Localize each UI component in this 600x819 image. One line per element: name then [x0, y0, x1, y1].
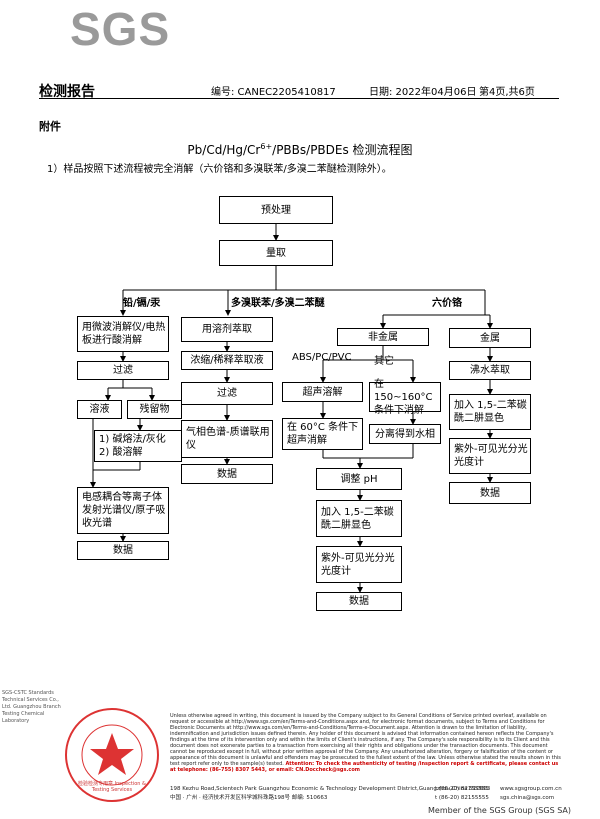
- authenticity-attention: Attention: To check the authenticity of …: [170, 761, 559, 773]
- report-number: 编号: CANEC2205410817: [211, 87, 336, 98]
- branch-label-cr6: 六价铬: [432, 298, 462, 309]
- branch-label-pbb-pbde: 多溴联苯/多溴二苯醚: [231, 298, 325, 309]
- address-block: 198 Kezhu Road,Scientech Park Guangzhou …: [170, 785, 560, 803]
- aqueous-phase-box: 分离得到水相: [369, 424, 441, 444]
- heat-digestion-box: 在 150~160°C 条件下消解: [369, 379, 441, 416]
- filter-box-pbb: 过滤: [181, 382, 273, 405]
- acid-digestion-box: 用微波消解仪/电热板进行酸消解: [77, 316, 169, 352]
- report-date: 日期: 2022年04月06日: [369, 87, 477, 98]
- ultrasonic-dissolve-box: 超声溶解: [282, 382, 363, 402]
- solution-box: 溶液: [77, 400, 122, 419]
- uv-vis-metal-box: 紫外-可见光分光光度计: [449, 438, 531, 474]
- sgs-logo: SGS: [70, 3, 171, 55]
- solvent-extraction-box: 用溶剂萃取: [181, 317, 273, 342]
- phone-2: t (86-20) 82155555: [435, 795, 489, 801]
- metal-box: 金属: [449, 328, 531, 348]
- header-divider: [39, 98, 559, 99]
- alkali-fusion-box: 1) 碱熔法/灰化 2) 酸溶解: [94, 430, 182, 462]
- add-dpc-metal-box: 加入 1,5-二苯碳酰二肼显色: [449, 394, 531, 430]
- sgs-seal-stamp: [65, 708, 159, 802]
- filter-box-metals: 过滤: [77, 361, 169, 380]
- seal-ring-text: SGS-CSTC Standards Technical Services Co…: [2, 690, 61, 724]
- flowchart-title-text: Pb/Cd/Hg/Cr6+/PBBs/PBDEs 检测流程图: [187, 142, 413, 157]
- concentrate-dilute-box: 浓缩/稀释萃取液: [181, 351, 273, 370]
- icp-aas-box: 电感耦合等离子体发射光谱仪/原子吸收光谱: [77, 487, 169, 534]
- email: sgs.china@sgs.com: [500, 795, 555, 801]
- terms-text: Unless otherwise agreed in writing, this…: [170, 713, 561, 767]
- member-line: Member of the SGS Group (SGS SA): [428, 806, 572, 815]
- annex-heading: 附件: [39, 120, 61, 133]
- uv-vis-box: 紫外-可见光分光光度计: [316, 546, 402, 583]
- seal-inner-text: 检验检测专用章 Inspection & Testing Services: [78, 781, 146, 793]
- ultrasonic-60c-box: 在 60°C 条件下超声消解: [282, 418, 363, 450]
- contact-phones: t (86-20) 82155555 t (86-20) 82155555: [435, 785, 489, 803]
- contact-web: www.sgsgroup.com.cn sgs.china@sgs.com: [500, 785, 562, 803]
- residue-box: 残留物: [127, 400, 182, 419]
- data-box-cr-metal: 数据: [449, 482, 531, 504]
- address-chinese: 中国 · 广州 · 经济技术开发区科学城科珠路198号 邮编: 510663: [170, 795, 328, 801]
- report-title: 检测报告: [39, 84, 95, 100]
- flowchart-title: Pb/Cd/Hg/Cr6+/PBBs/PBDEs 检测流程图: [0, 141, 600, 158]
- gc-ms-box: 气相色谱-质谱联用仪: [181, 420, 273, 458]
- other-label: 其它: [374, 356, 394, 367]
- page-number: 第4页,共6页: [479, 87, 535, 98]
- website: www.sgsgroup.com.cn: [500, 786, 562, 792]
- terms-fine-print: Unless otherwise agreed in writing, this…: [170, 713, 562, 773]
- pretreatment-box: 预处理: [219, 196, 333, 224]
- adjust-ph-box: 调整 pH: [316, 468, 402, 490]
- boiling-water-box: 沸水萃取: [449, 361, 531, 380]
- add-dpc-box: 加入 1,5-二苯碳酰二肼显色: [316, 500, 402, 537]
- data-box-metals: 数据: [77, 541, 169, 560]
- digestion-note: 1）样品按照下述流程被完全消解（六价铬和多溴联苯/多溴二苯醚检测除外）。: [47, 164, 392, 175]
- nonmetal-box: 非金属: [337, 328, 429, 346]
- branch-label-metals: 铅/镉/汞: [123, 298, 161, 309]
- phone-1: t (86-20) 82155555: [435, 786, 489, 792]
- data-box-cr-nonmetal: 数据: [316, 592, 402, 611]
- abs-pc-pvc-label: ABS/PC/PVC: [292, 352, 352, 363]
- measure-box: 量取: [219, 240, 333, 266]
- address-english: 198 Kezhu Road,Scientech Park Guangzhou …: [170, 786, 491, 792]
- data-box-pbb: 数据: [181, 464, 273, 484]
